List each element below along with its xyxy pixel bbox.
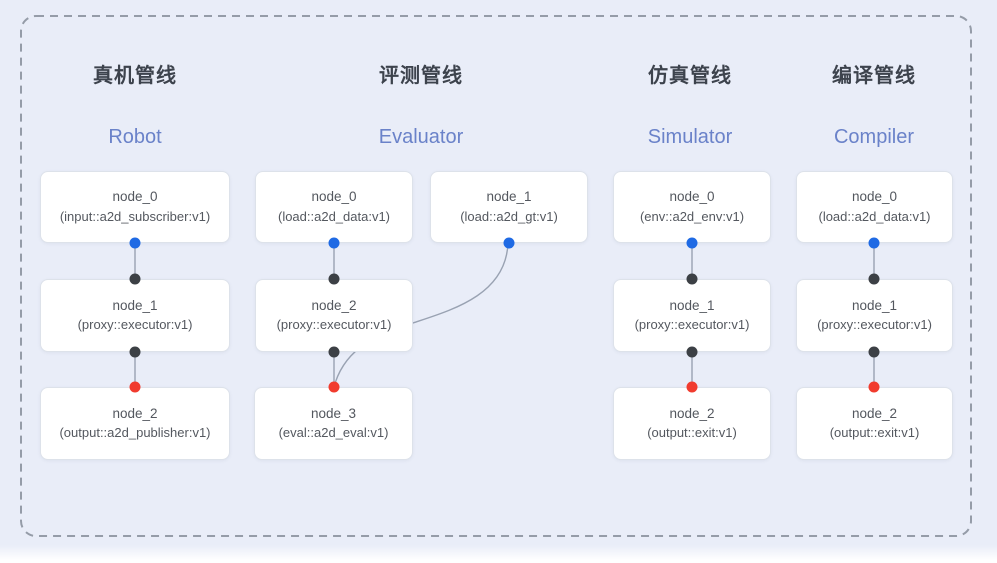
node-box-evaluator-node2: node_2 (proxy::executor:v1) — [255, 279, 413, 352]
robot-title-en: Robot — [108, 126, 162, 148]
node-name: node_3 — [310, 405, 357, 421]
node-type: (output::a2d_publisher:v1) — [59, 425, 211, 441]
simulator-title-en: Simulator — [647, 126, 733, 148]
simulator-title-zh: 仿真管线 — [648, 65, 732, 87]
node-box-robot-node0: node_0 (input::a2d_subscriber:v1) — [40, 171, 230, 243]
node-box-robot-node2: node_2 (output::a2d_publisher:v1) — [40, 387, 230, 460]
bottom-edge-fade — [0, 545, 997, 563]
node-type: (proxy::executor:v1) — [634, 317, 750, 333]
node-type: (eval::a2d_eval:v1) — [278, 425, 389, 441]
node-name: node_1 — [669, 297, 715, 313]
node-box-simulator-node2: node_2 (output::exit:v1) — [613, 387, 771, 460]
node-name: node_2 — [669, 405, 715, 421]
node-type: (load::a2d_gt:v1) — [460, 208, 558, 224]
node-box-evaluator-node1: node_1 (load::a2d_gt:v1) — [430, 171, 588, 243]
node-box-compiler-node2: node_2 (output::exit:v1) — [796, 387, 953, 460]
node-box-simulator-node0: node_0 (env::a2d_env:v1) — [613, 171, 771, 243]
robot-title-zh: 真机管线 — [93, 65, 177, 87]
node-type: (proxy::executor:v1) — [77, 317, 193, 333]
node-name: node_2 — [311, 297, 357, 313]
node-box-robot-node1: node_1 (proxy::executor:v1) — [40, 279, 230, 352]
compiler-title-zh: 编译管线 — [832, 65, 916, 87]
node-type: (load::a2d_data:v1) — [818, 208, 931, 224]
node-name: node_0 — [311, 189, 357, 205]
node-type: (env::a2d_env:v1) — [639, 208, 745, 224]
node-box-evaluator-node0: node_0 (load::a2d_data:v1) — [255, 171, 413, 243]
node-box-simulator-node1: node_1 (proxy::executor:v1) — [613, 279, 771, 352]
node-name: node_1 — [486, 189, 532, 205]
node-name: node_0 — [851, 189, 898, 205]
compiler-title-en: Compiler — [833, 126, 915, 148]
node-box-compiler-node1: node_1 (proxy::executor:v1) — [796, 279, 953, 352]
node-box-compiler-node0: node_0 (load::a2d_data:v1) — [796, 171, 953, 243]
node-name: node_1 — [851, 297, 898, 313]
node-type: (proxy::executor:v1) — [817, 317, 932, 333]
node-name: node_2 — [851, 405, 898, 421]
node-name: node_2 — [112, 405, 158, 421]
node-type: (load::a2d_data:v1) — [277, 208, 391, 224]
node-type: (proxy::executor:v1) — [276, 317, 392, 333]
node-name: node_1 — [112, 297, 158, 313]
evaluator-title-en: Evaluator — [378, 126, 464, 148]
node-type: (output::exit:v1) — [647, 425, 737, 441]
evaluator-title-zh: 评测管线 — [379, 65, 463, 87]
node-name: node_0 — [112, 189, 158, 205]
node-type: (input::a2d_subscriber:v1) — [59, 208, 211, 224]
node-type: (output::exit:v1) — [829, 425, 920, 441]
node-box-evaluator-node3: node_3 (eval::a2d_eval:v1) — [254, 387, 413, 460]
node-name: node_0 — [669, 189, 715, 205]
